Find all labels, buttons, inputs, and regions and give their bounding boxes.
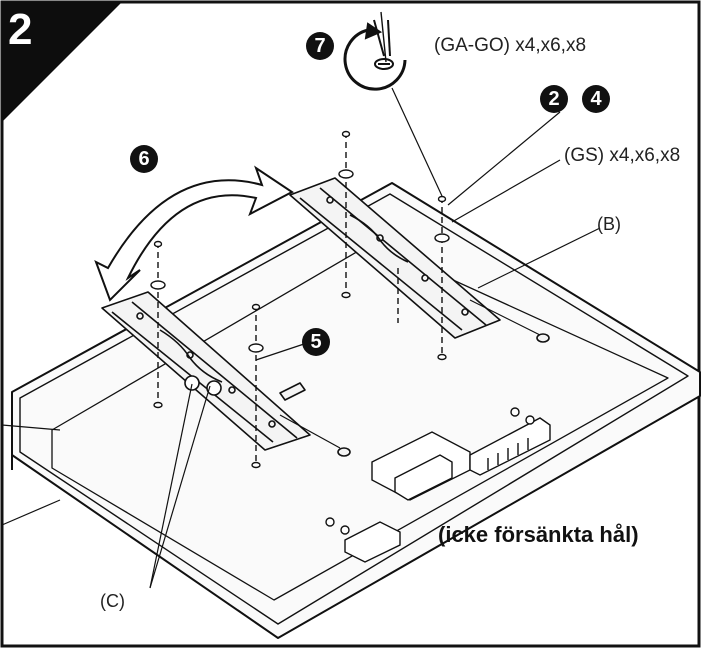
label-c: (C)	[100, 591, 125, 611]
label-b: (B)	[597, 214, 621, 234]
step-number: 2	[8, 5, 33, 54]
callout-6: 6	[130, 145, 158, 173]
step-corner	[2, 2, 122, 122]
callout-5: 5	[302, 328, 330, 356]
bracket-upper	[289, 177, 550, 343]
screws	[150, 130, 450, 469]
double-curved-arrow-icon	[94, 165, 294, 302]
callout-4: 4	[582, 85, 610, 113]
label-gs: (GS) x4,x6,x8	[564, 145, 681, 166]
bracket-lower	[101, 291, 351, 457]
callout-2: 2	[540, 85, 568, 113]
connector-housing	[325, 407, 551, 563]
callout-7: 7	[306, 32, 334, 60]
tv-back-panel	[1, 182, 701, 639]
note-non-countersunk: (icke försänkta hål)	[438, 522, 639, 547]
leader-lines	[149, 87, 601, 589]
screwdriver-rotate-icon	[343, 11, 407, 91]
label-ga-go: (GA-GO) x4,x6,x8	[434, 35, 587, 56]
